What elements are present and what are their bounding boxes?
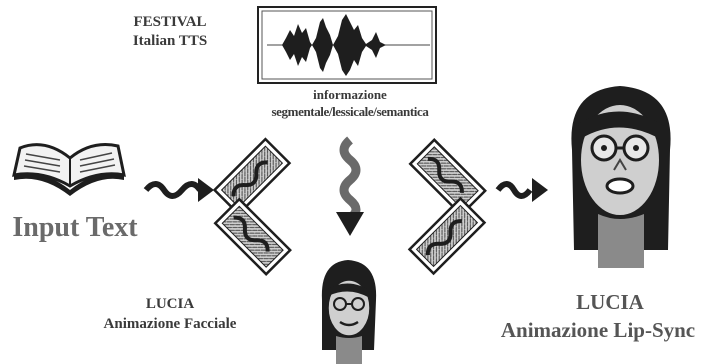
right-chevron-panel — [410, 140, 486, 274]
arrow-bracket-to-face — [498, 178, 548, 202]
face-icon — [571, 86, 670, 268]
lucia-facial-title: LUCIA — [110, 296, 230, 313]
info-subtitle: segmentale/lessicale/semantica — [225, 104, 475, 120]
lucia-lipsync-title: LUCIA — [560, 290, 660, 315]
festival-subtitle: Italian TTS — [110, 33, 230, 50]
left-chevron-panel — [215, 139, 291, 274]
arrow-down-to-face — [336, 140, 364, 236]
speech-waveform-icon — [258, 7, 436, 83]
face-icon — [322, 260, 376, 364]
lucia-facial-subtitle: Animazione Facciale — [70, 316, 270, 333]
festival-title: FESTIVAL — [110, 14, 230, 31]
lucia-lipsync-subtitle: Animazione Lip-Sync — [478, 318, 718, 343]
open-book-icon — [14, 145, 124, 197]
arrow-book-to-bracket — [146, 178, 214, 202]
input-text-label: Input Text — [0, 212, 150, 244]
info-title: informazione — [250, 87, 450, 103]
